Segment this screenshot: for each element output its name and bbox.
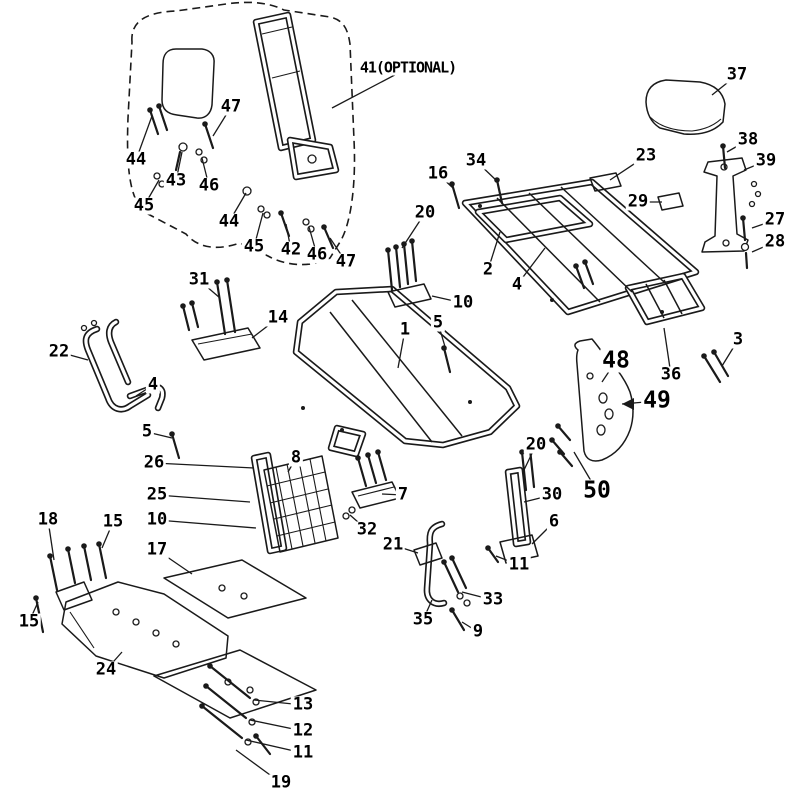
optional-assembly-outline <box>126 1 356 266</box>
part-label-29: 29 <box>625 191 651 212</box>
part-label-41-OPTIONAL: 41(OPTIONAL) <box>357 58 459 77</box>
part-label-31: 31 <box>186 269 212 290</box>
part-label-30: 30 <box>539 484 565 505</box>
part-label-24: 24 <box>93 659 119 680</box>
part-label-38: 38 <box>735 129 761 150</box>
part-label-8: 8 <box>288 447 304 468</box>
part-label-32: 32 <box>354 519 380 540</box>
part-label-50: 50 <box>581 477 613 504</box>
part-label-13: 13 <box>290 694 316 715</box>
leader-line <box>153 462 255 469</box>
part-label-1: 1 <box>397 319 413 340</box>
part-label-23: 23 <box>633 145 659 166</box>
part-label-35: 35 <box>410 609 436 630</box>
part-label-12: 12 <box>290 720 316 741</box>
leader-arrowhead <box>622 398 634 410</box>
part-label-44: 44 <box>123 149 149 170</box>
part-label-18: 18 <box>35 509 61 530</box>
leader-line <box>156 519 257 529</box>
part-label-11: 11 <box>506 554 532 575</box>
part-label-11: 11 <box>290 742 316 763</box>
part-label-46: 46 <box>304 244 330 265</box>
part-label-47: 47 <box>218 96 244 117</box>
fasteners <box>33 103 762 756</box>
part-label-47: 47 <box>333 251 359 272</box>
part-label-4: 4 <box>509 274 525 295</box>
part-label-49: 49 <box>641 387 673 414</box>
sheet-parts <box>55 26 749 719</box>
part-label-44: 44 <box>216 211 242 232</box>
part-label-14: 14 <box>265 307 291 328</box>
leader-line <box>156 494 251 503</box>
part-label-17: 17 <box>144 539 170 560</box>
part-label-20: 20 <box>412 202 438 223</box>
part-label-28: 28 <box>762 231 788 252</box>
part-label-4: 4 <box>145 374 161 395</box>
part-label-45: 45 <box>131 195 157 216</box>
part-label-3: 3 <box>730 329 746 350</box>
part-label-27: 27 <box>762 209 788 230</box>
part-label-36: 36 <box>658 364 684 385</box>
part-label-21: 21 <box>380 534 406 555</box>
part-label-15: 15 <box>16 611 42 632</box>
part-label-5: 5 <box>430 312 446 333</box>
part-label-9: 9 <box>470 621 486 642</box>
part-label-42: 42 <box>278 239 304 260</box>
part-label-7: 7 <box>395 484 411 505</box>
part-label-48: 48 <box>600 347 632 374</box>
part-label-16: 16 <box>425 163 451 184</box>
part-label-46: 46 <box>196 175 222 196</box>
part-label-43: 43 <box>163 170 189 191</box>
part-label-10: 10 <box>450 292 476 313</box>
part-label-33: 33 <box>480 589 506 610</box>
part-label-19: 19 <box>268 772 294 793</box>
part-label-34: 34 <box>463 150 489 171</box>
part-label-45: 45 <box>241 236 267 257</box>
part-label-26: 26 <box>141 452 167 473</box>
part-label-15: 15 <box>100 511 126 532</box>
part-label-22: 22 <box>46 341 72 362</box>
part-label-20: 20 <box>523 434 549 455</box>
part-label-2: 2 <box>480 259 496 280</box>
part-label-10: 10 <box>144 509 170 530</box>
part-label-39: 39 <box>753 150 779 171</box>
part-label-25: 25 <box>144 484 170 505</box>
part-label-37: 37 <box>724 64 750 85</box>
tube-parts <box>86 15 702 604</box>
part-label-6: 6 <box>546 511 562 532</box>
part-label-5: 5 <box>139 421 155 442</box>
